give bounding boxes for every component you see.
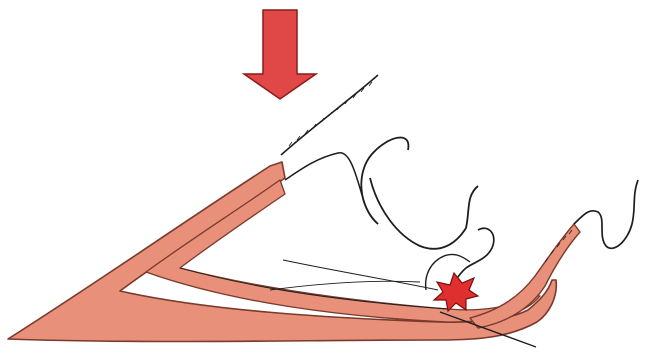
inner-tissue-layer	[146, 180, 540, 322]
right-profile-curve	[574, 180, 638, 248]
down-arrow-icon	[244, 10, 316, 99]
starburst-icon	[434, 273, 478, 311]
upper-profile-curve	[361, 138, 478, 249]
inner-cavity-outline	[270, 153, 438, 290]
